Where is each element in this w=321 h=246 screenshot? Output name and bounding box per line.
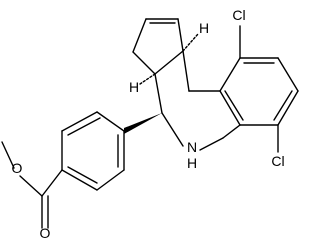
ester-oxygen-double-label: O: [40, 225, 51, 241]
nitrogen-label: N: [187, 139, 197, 155]
cl-label-bottom: Cl: [271, 153, 284, 169]
ester-oxygen-single-label: O: [12, 160, 23, 176]
stereo-hydrogen-top-label: H: [199, 20, 209, 36]
nitrogen-hydrogen-label: H: [187, 155, 197, 171]
chemical-structure-diagram: Cl Cl N H O O H H: [1, 7, 299, 241]
cl-label-top: Cl: [232, 7, 245, 23]
stereo-hydrogen-left-label: H: [129, 79, 139, 95]
bond-lines: [1, 18, 299, 229]
structure-canvas: Cl Cl N H O O H H: [1, 7, 299, 241]
